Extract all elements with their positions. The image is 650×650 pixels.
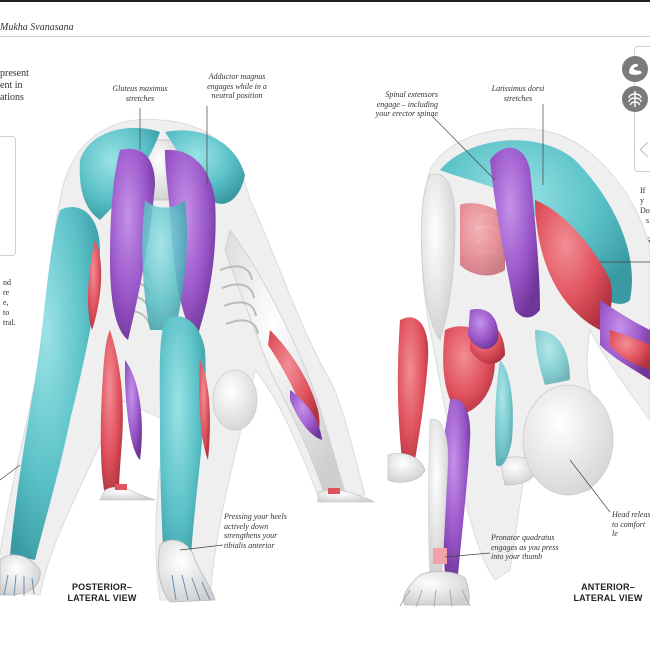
front-leg-left [10, 206, 100, 561]
fingers [399, 589, 471, 608]
toes-left [3, 574, 211, 601]
annotation-spinal-extensors: Spinal extensors engage – including your… [375, 90, 438, 118]
intro-text-fragment: present ent in ations [0, 68, 30, 104]
rear-leg-right [397, 317, 429, 468]
front-leg-left-red [88, 240, 102, 330]
left-frag-1: nd [3, 278, 11, 287]
head-right [522, 384, 614, 496]
annotation-latissimus-dorsi: Latissimus dorsi stretches [491, 84, 545, 103]
annotation-pronator-quadratus: Pronator quadratus engages as you press … [491, 533, 559, 561]
page-title: Mukha Svanasana [0, 22, 74, 33]
rear-arm-purple [290, 390, 322, 440]
posterior-view-label: POSTERIOR– LATERAL VIEW [52, 582, 152, 604]
hamstring-left [110, 148, 155, 340]
header-divider [0, 36, 650, 37]
spinal-extensors [490, 147, 540, 318]
hand-right-rear [317, 489, 375, 503]
right-frag-3: s [646, 216, 650, 225]
hand-left-rear [99, 486, 156, 501]
inner-arm-purple [468, 309, 499, 350]
front-leg-right [159, 316, 206, 575]
left-frag-3: e, [3, 298, 9, 307]
left-frag-4: to [3, 308, 10, 317]
anterior-label-line-2: LATERAL VIEW [573, 593, 643, 603]
left-frag-5: tral. [3, 318, 16, 327]
posterior-label-line-2: LATERAL VIEW [67, 593, 137, 603]
anterior-view-label: ANTERIOR– LATERAL VIEW [558, 582, 650, 604]
foot-left [0, 554, 41, 596]
front-forearm-purple [442, 399, 471, 575]
intro-line-1: present [0, 68, 29, 79]
left-frag-2: re [3, 288, 10, 297]
top-border [0, 0, 650, 2]
rear-leg-right-teal [495, 360, 513, 467]
right-frag-2: Do [640, 206, 650, 215]
right-arm-red [610, 330, 650, 370]
intro-line-2: ent in [0, 80, 23, 91]
annotation-tibialis-anterior: Pressing your heels actively down streng… [224, 512, 287, 550]
left-caption-fragment: nd re e, to tral. [3, 278, 16, 328]
annotation-head-release: Head releas to comfort le [612, 510, 650, 538]
wrist-marker-right [328, 488, 340, 494]
annotation-gluteus-maximus: Gluteus maximus stretches [112, 84, 168, 103]
lumbar-left [142, 200, 187, 330]
muscle-arm-icon [622, 56, 648, 82]
pronator-quadratus-marker [433, 548, 447, 564]
wrist-marker-left [115, 484, 127, 490]
neck [535, 330, 570, 385]
gluteus-right [165, 130, 245, 204]
anterior-label-line-1: ANTERIOR– [581, 582, 635, 592]
foot-right [158, 539, 216, 603]
front-leg-right-red [199, 360, 210, 460]
left-info-box [0, 136, 16, 256]
right-frag-1: If y [640, 186, 646, 205]
head-left [212, 369, 258, 431]
ribcage-icon [622, 86, 648, 112]
annotation-leaders [0, 104, 650, 558]
rib-bg [460, 203, 505, 276]
posterior-figure [0, 118, 375, 603]
rear-leg-muscle [125, 360, 142, 460]
anterior-figure [387, 127, 650, 608]
rear-leg-left [100, 330, 123, 495]
intro-line-3: ations [0, 92, 24, 103]
rear-foot [387, 452, 426, 483]
erector-red [535, 200, 612, 330]
annotation-adductor-magnus: Adductor magnus engages while in a neutr… [207, 72, 267, 100]
front-leg-anterior [420, 173, 456, 341]
adductor-magnus [165, 149, 216, 340]
front-hand [403, 571, 470, 606]
posterior-label-line-1: POSTERIOR– [71, 582, 132, 592]
